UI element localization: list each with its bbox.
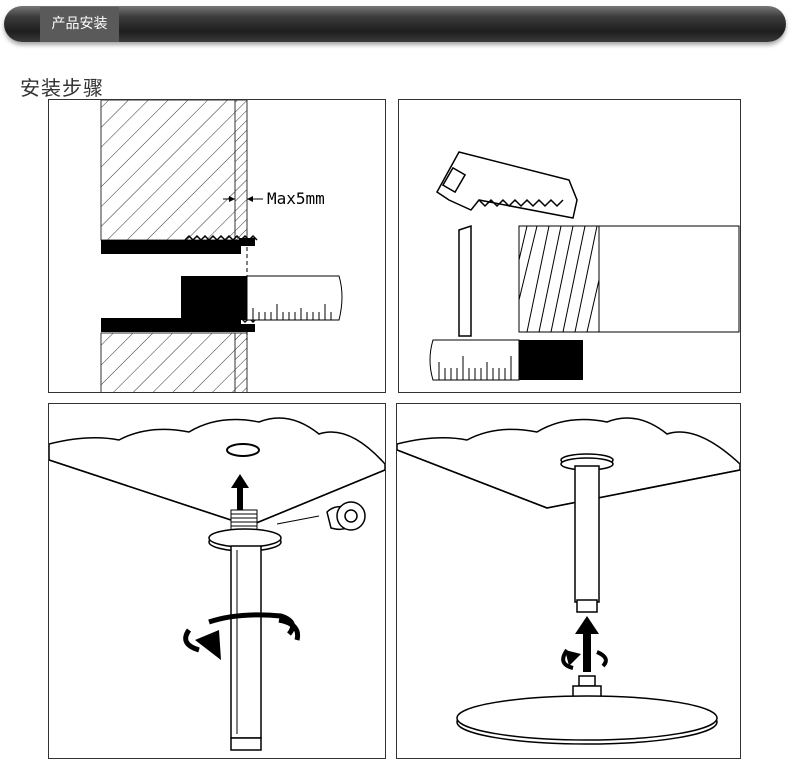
header-bar [4, 6, 786, 42]
ceiling-arm-install-diagram [49, 417, 385, 751]
step-3-panel [48, 403, 386, 759]
saw-icon [436, 151, 578, 219]
tape-icon [326, 501, 366, 531]
section-title: 安装步骤 [20, 76, 104, 100]
step-4-panel [396, 403, 741, 759]
cutting-diagram [429, 151, 740, 381]
step-2-panel [398, 99, 741, 393]
tab-product-installation[interactable]: 产品安装 [40, 7, 119, 42]
wall-section-diagram: Max5mm [100, 100, 343, 392]
shower-head-attach-diagram [397, 417, 740, 745]
step-1-panel: Max5mm [48, 99, 386, 393]
max-gap-label: Max5mm [267, 189, 325, 208]
